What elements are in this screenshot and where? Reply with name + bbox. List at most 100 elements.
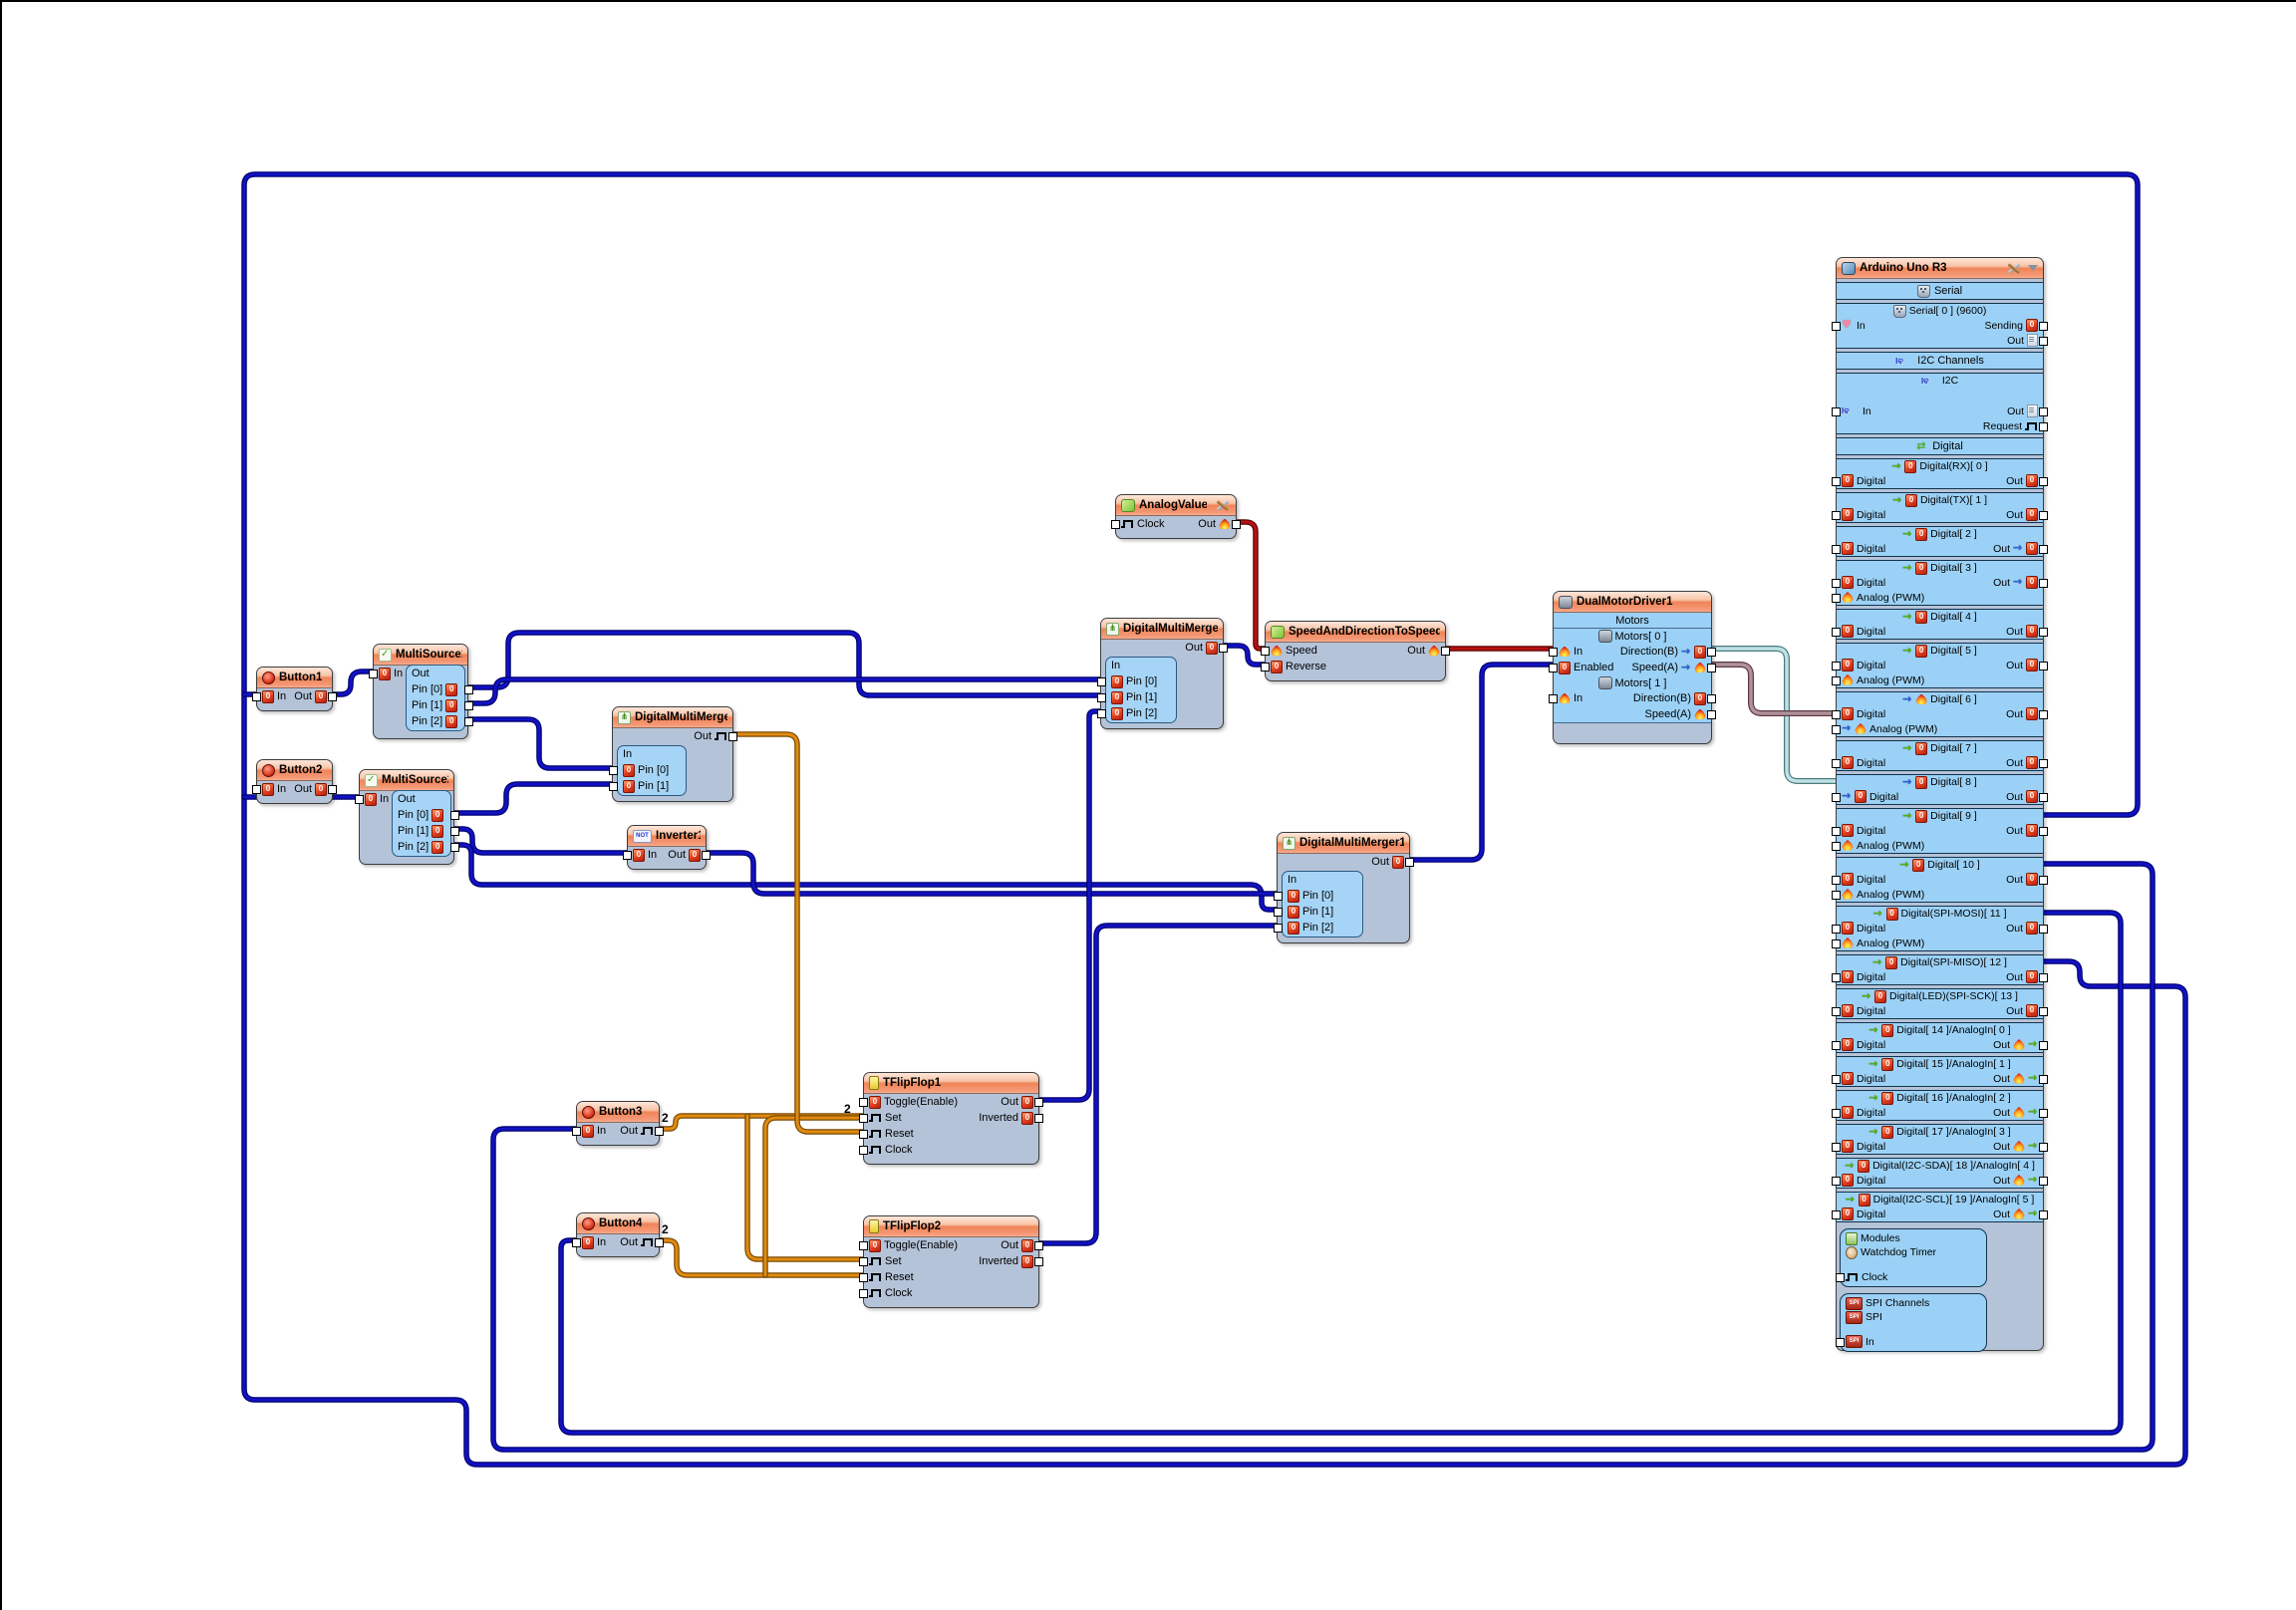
- block-digitalmultimerger3[interactable]: DigitalMultiMerger3OutInPin [0]Pin [1]: [609, 706, 737, 802]
- input-pin[interactable]: [1832, 939, 1841, 948]
- block-tflipflop1[interactable]: TFlipFlop1Toggle(Enable)OutSetInvertedRe…: [859, 1072, 1043, 1165]
- input-pin[interactable]: [623, 851, 632, 860]
- input-pin[interactable]: [859, 1114, 868, 1123]
- block-inverter1[interactable]: Inverter1InOut: [623, 825, 711, 870]
- input-pin[interactable]: [252, 785, 261, 794]
- input-pin[interactable]: [1832, 841, 1841, 851]
- input-pin[interactable]: [859, 1273, 868, 1282]
- wire-speeda-d6pwm[interactable]: [1708, 662, 1839, 716]
- output-pin[interactable]: [2039, 1209, 2048, 1219]
- input-pin[interactable]: [572, 1127, 581, 1136]
- output-pin[interactable]: [464, 701, 473, 710]
- wire-button3-tff1-set[interactable]: [657, 1114, 865, 1131]
- output-pin[interactable]: [1034, 1098, 1043, 1107]
- output-pin[interactable]: [2039, 661, 2048, 671]
- input-pin[interactable]: [1832, 826, 1841, 836]
- output-pin[interactable]: [1405, 858, 1414, 867]
- block-multisource2[interactable]: MultiSource2InOutPin [0]Pin [1]Pin [2]: [355, 769, 459, 865]
- input-pin[interactable]: [609, 782, 618, 791]
- input-pin[interactable]: [1832, 724, 1841, 734]
- input-pin[interactable]: [1832, 578, 1841, 588]
- input-pin[interactable]: [1832, 675, 1841, 685]
- wire-ms2p1-inverter[interactable]: [450, 826, 630, 856]
- wire-dmm1-enabled[interactable]: [1407, 663, 1555, 862]
- output-pin[interactable]: [328, 692, 337, 701]
- output-pin[interactable]: [450, 843, 459, 852]
- input-pin[interactable]: [1274, 908, 1283, 917]
- output-pin[interactable]: [2039, 421, 2048, 431]
- block-tflipflop2[interactable]: TFlipFlop2Toggle(Enable)OutSetInvertedRe…: [859, 1215, 1043, 1308]
- input-pin[interactable]: [1832, 593, 1841, 603]
- output-pin[interactable]: [2039, 578, 2048, 588]
- wire-inverter-dmm1p0[interactable]: [703, 850, 1280, 897]
- block-digitalmultimerger2[interactable]: DigitalMultiMerger2OutInPin [0]Pin [1]Pi…: [1097, 618, 1228, 729]
- block-button2[interactable]: Button2InOut: [252, 759, 337, 804]
- output-pin[interactable]: [702, 851, 711, 860]
- output-pin[interactable]: [2039, 758, 2048, 768]
- wire-button4-tff1-set[interactable]: [763, 1116, 865, 1277]
- wire-dmm3-tff1-reset[interactable]: [730, 732, 865, 1134]
- output-pin[interactable]: [450, 827, 459, 836]
- output-pin[interactable]: [2039, 627, 2048, 637]
- input-pin[interactable]: [1832, 709, 1841, 719]
- input-pin[interactable]: [1836, 1272, 1845, 1282]
- wire-ms2p2-dmm1p1[interactable]: [451, 843, 1279, 912]
- wire-button3-tff2-set[interactable]: [745, 1114, 865, 1261]
- wire-ms1p2-dmm3p0[interactable]: [465, 717, 614, 770]
- wire-ms2p0-dmm3p1[interactable]: [451, 782, 614, 815]
- wire-tff1-dmm2p2[interactable]: [1036, 709, 1102, 1102]
- input-pin[interactable]: [1836, 1337, 1845, 1347]
- input-pin[interactable]: [369, 670, 378, 678]
- input-pin[interactable]: [1832, 1040, 1841, 1050]
- output-pin[interactable]: [1707, 694, 1716, 703]
- output-pin[interactable]: [328, 785, 337, 794]
- input-pin[interactable]: [1832, 1108, 1841, 1118]
- input-pin[interactable]: [1832, 875, 1841, 885]
- wire-d11-button4-in[interactable]: [559, 911, 2123, 1435]
- output-pin[interactable]: [2039, 875, 2048, 885]
- output-pin[interactable]: [2039, 1006, 2048, 1016]
- input-pin[interactable]: [609, 766, 618, 775]
- output-pin[interactable]: [655, 1238, 664, 1247]
- output-pin[interactable]: [2039, 1176, 2048, 1186]
- input-pin[interactable]: [1832, 972, 1841, 982]
- dropdown-icon[interactable]: [2028, 265, 2038, 271]
- input-pin[interactable]: [1832, 321, 1841, 331]
- block-button1[interactable]: Button1InOut: [252, 667, 337, 711]
- input-pin[interactable]: [1832, 792, 1841, 802]
- block-button3[interactable]: Button3InOut: [572, 1101, 664, 1146]
- block-multisource1[interactable]: MultiSource1InOutPin [0]Pin [1]Pin [2]: [369, 644, 473, 739]
- input-pin[interactable]: [1832, 406, 1841, 416]
- output-pin[interactable]: [2039, 510, 2048, 520]
- input-pin[interactable]: [1832, 1074, 1841, 1084]
- output-pin[interactable]: [464, 685, 473, 694]
- output-pin[interactable]: [1034, 1257, 1043, 1266]
- input-pin[interactable]: [859, 1257, 868, 1266]
- wire-ms1p0-dmm2p1[interactable]: [464, 630, 1103, 698]
- input-pin[interactable]: [859, 1130, 868, 1139]
- input-pin[interactable]: [1832, 510, 1841, 520]
- output-pin[interactable]: [655, 1127, 664, 1136]
- wire-analogvalue-speed[interactable]: [1233, 519, 1268, 652]
- output-pin[interactable]: [2039, 1040, 2048, 1050]
- wire-button4-tff2-reset[interactable]: [657, 1238, 865, 1277]
- wire-inverter-dmm1p0[interactable]: [704, 851, 1279, 896]
- output-pin[interactable]: [1707, 710, 1716, 719]
- input-pin[interactable]: [1261, 663, 1270, 671]
- output-pin[interactable]: [1034, 1241, 1043, 1250]
- input-pin[interactable]: [1097, 693, 1106, 702]
- output-pin[interactable]: [2039, 1108, 2048, 1118]
- input-pin[interactable]: [1261, 647, 1270, 656]
- input-pin[interactable]: [1549, 694, 1558, 703]
- wire-button1-multisource1[interactable]: [329, 670, 375, 696]
- input-pin[interactable]: [1832, 890, 1841, 900]
- output-pin[interactable]: [2039, 924, 2048, 934]
- input-pin[interactable]: [1097, 677, 1106, 686]
- output-pin[interactable]: [2039, 826, 2048, 836]
- input-pin[interactable]: [1274, 892, 1283, 901]
- output-pin[interactable]: [1232, 520, 1241, 529]
- output-pin[interactable]: [2039, 544, 2048, 554]
- input-pin[interactable]: [859, 1289, 868, 1298]
